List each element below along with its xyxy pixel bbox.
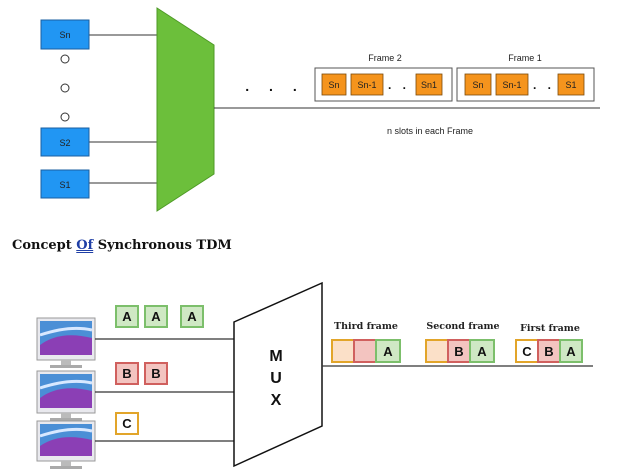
computer-icon <box>36 317 96 368</box>
source-sn: Sn <box>40 19 90 50</box>
cell-label: A <box>477 344 487 359</box>
cell-label: C <box>122 416 132 431</box>
slot <box>495 73 529 96</box>
cell-label: A <box>566 344 576 359</box>
first-frame-label: First frame <box>520 323 580 334</box>
input-b-cells: B B <box>115 362 168 385</box>
source-s2: S2 <box>40 127 90 157</box>
frame-2-label: Frame 2 <box>368 53 402 63</box>
cell-label: A <box>122 309 132 324</box>
cell-label: B <box>151 366 160 381</box>
stream-ellipsis: . . . <box>245 78 304 94</box>
ellipsis-circle <box>60 112 70 122</box>
source-label: Sn <box>59 30 70 40</box>
slot <box>415 73 443 96</box>
cell-label: A <box>187 309 197 324</box>
cell-label: B <box>544 344 553 359</box>
slot <box>350 73 384 96</box>
third-frame-label: Third frame <box>334 321 398 332</box>
mux-shape <box>233 281 323 468</box>
title-part: Of <box>76 238 94 253</box>
source-s1: S1 <box>40 169 90 199</box>
frame-1-label: Frame 1 <box>508 53 542 63</box>
slot-ellipsis: . . <box>388 78 410 92</box>
second-frame: B A <box>425 339 495 363</box>
cell-label: C <box>522 344 532 359</box>
slot <box>464 73 492 96</box>
slot-label: Sn-1 <box>502 80 521 90</box>
ellipsis-circle <box>60 83 70 93</box>
computer-icon <box>36 420 96 469</box>
source-label: S2 <box>59 138 70 148</box>
slots-caption: n slots in each Frame <box>387 126 473 136</box>
slot-ellipsis: . . <box>533 78 555 92</box>
multiplexer-shape <box>156 7 215 212</box>
mux-letter: U <box>270 370 282 387</box>
first-frame: C B A <box>515 339 583 363</box>
cell-label: B <box>122 366 131 381</box>
slot-label: S1 <box>565 80 576 90</box>
title-part: Concept <box>12 238 77 253</box>
diagram-title: Concept Of Synchronous TDM <box>12 238 232 253</box>
ellipsis-circle <box>60 54 70 64</box>
slot-label: Sn-1 <box>357 80 376 90</box>
cell-label: B <box>454 344 463 359</box>
mux-letter: M <box>269 348 282 365</box>
input-a-cells: A A A <box>115 305 204 328</box>
source-label: S1 <box>59 180 70 190</box>
input-c-cells: C <box>115 412 139 435</box>
computer-icon <box>36 370 96 421</box>
second-frame-label: Second frame <box>426 321 499 332</box>
slot-label: Sn <box>328 80 339 90</box>
slot <box>321 73 347 96</box>
slot <box>557 73 585 96</box>
frame-2: Sn Sn-1 . . Sn1 <box>314 67 453 102</box>
slot-label: Sn <box>472 80 483 90</box>
slot-label: Sn1 <box>421 80 437 90</box>
frame-1: Sn Sn-1 . . S1 <box>456 67 595 102</box>
mux-letter: X <box>271 392 282 409</box>
cell-label: A <box>151 309 161 324</box>
third-frame: A <box>331 339 401 363</box>
cell-label: A <box>383 344 393 359</box>
title-part: Synchronous TDM <box>93 238 232 253</box>
